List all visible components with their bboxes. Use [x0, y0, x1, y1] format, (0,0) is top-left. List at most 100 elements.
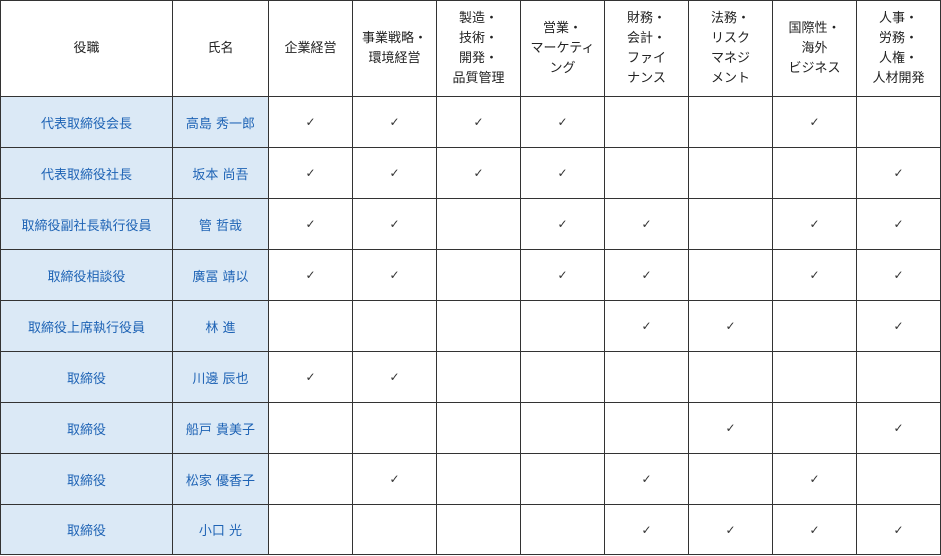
empty-cell — [772, 351, 857, 403]
check-mark-icon: ✓ — [856, 300, 941, 352]
check-mark-icon: ✓ — [688, 504, 773, 555]
check-mark-icon: ✓ — [352, 198, 437, 250]
check-mark-icon: ✓ — [604, 504, 689, 555]
matrix-body: 代表取締役会長高島 秀一郎✓✓✓✓✓代表取締役社長坂本 尚吾✓✓✓✓✓取締役副社… — [0, 96, 941, 555]
header-skill-international: 国際性・ 海外 ビジネス — [772, 0, 857, 97]
check-mark-icon: ✓ — [436, 147, 521, 199]
table-row: 取締役松家 優香子 ✓ ✓ ✓ — [0, 453, 941, 505]
check-mark-icon: ✓ — [772, 504, 857, 555]
table-row: 取締役船戸 貴美子 ✓ ✓ — [0, 402, 941, 454]
director-role: 取締役 — [0, 402, 173, 454]
empty-cell — [688, 249, 773, 301]
check-mark-icon: ✓ — [772, 198, 857, 250]
table-row: 取締役川邊 辰也✓✓ — [0, 351, 941, 403]
check-mark-icon: ✓ — [436, 96, 521, 148]
check-mark-icon: ✓ — [520, 147, 605, 199]
table-row: 取締役上席執行役員林 進✓✓✓ — [0, 300, 941, 352]
director-role: 取締役 — [0, 453, 173, 505]
empty-cell — [436, 453, 521, 505]
check-mark-icon: ✓ — [268, 147, 353, 199]
director-role: 取締役 — [0, 351, 173, 403]
check-mark-icon: ✓ — [268, 249, 353, 301]
header-skill-management: 企業経営 — [268, 0, 353, 97]
director-name: 小口 光 — [172, 504, 269, 555]
table-row: 代表取締役社長坂本 尚吾✓✓✓✓✓ — [0, 147, 941, 199]
empty-cell — [352, 402, 437, 454]
check-mark-icon: ✓ — [688, 300, 773, 352]
empty-cell — [688, 96, 773, 148]
director-role: 取締役副社長執行役員 — [0, 198, 173, 250]
check-mark-icon: ✓ — [772, 249, 857, 301]
check-mark-icon: ✓ — [268, 351, 353, 403]
empty-cell — [604, 402, 689, 454]
empty-cell — [604, 147, 689, 199]
check-mark-icon: ✓ — [856, 198, 941, 250]
empty-cell — [772, 402, 857, 454]
director-name: 廣冨 靖以 — [172, 249, 269, 301]
empty-cell — [604, 351, 689, 403]
table-row: 代表取締役会長高島 秀一郎✓✓✓✓✓ — [0, 96, 941, 148]
check-mark-icon: ✓ — [604, 453, 689, 505]
director-name: 林 進 — [172, 300, 269, 352]
director-name: 船戸 貴美子 — [172, 402, 269, 454]
empty-cell — [520, 351, 605, 403]
check-mark-icon: ✓ — [268, 198, 353, 250]
empty-cell — [436, 300, 521, 352]
table-row: 取締役副社長執行役員管 哲哉✓✓✓✓✓✓ — [0, 198, 941, 250]
empty-cell — [856, 351, 941, 403]
director-role: 取締役 — [0, 504, 173, 555]
table-row: 取締役小口 光✓✓✓✓ — [0, 504, 941, 555]
check-mark-icon: ✓ — [856, 147, 941, 199]
empty-cell — [688, 351, 773, 403]
check-mark-icon: ✓ — [856, 504, 941, 555]
check-mark-icon: ✓ — [604, 198, 689, 250]
empty-cell — [352, 504, 437, 555]
empty-cell — [436, 198, 521, 250]
header-skill-sales: 営業・ マーケティ ング — [520, 0, 605, 97]
director-role: 代表取締役会長 — [0, 96, 173, 148]
empty-cell — [436, 504, 521, 555]
check-mark-icon: ✓ — [604, 300, 689, 352]
empty-cell — [268, 402, 353, 454]
director-name: 川邊 辰也 — [172, 351, 269, 403]
empty-cell — [268, 300, 353, 352]
empty-cell — [268, 504, 353, 555]
check-mark-icon: ✓ — [856, 402, 941, 454]
header-skill-manufacturing: 製造・ 技術・ 開発・ 品質管理 — [436, 0, 521, 97]
check-mark-icon: ✓ — [520, 198, 605, 250]
empty-cell — [436, 351, 521, 403]
check-mark-icon: ✓ — [352, 453, 437, 505]
empty-cell — [436, 249, 521, 301]
check-mark-icon: ✓ — [688, 402, 773, 454]
empty-cell — [856, 96, 941, 148]
director-name: 管 哲哉 — [172, 198, 269, 250]
header-skill-strategy: 事業戦略・ 環境経営 — [352, 0, 437, 97]
empty-cell — [772, 147, 857, 199]
check-mark-icon: ✓ — [268, 96, 353, 148]
empty-cell — [520, 453, 605, 505]
empty-cell — [688, 198, 773, 250]
header-role: 役職 — [0, 0, 173, 97]
header-skill-finance: 財務・ 会計・ ファイ ナンス — [604, 0, 689, 97]
empty-cell — [436, 402, 521, 454]
empty-cell — [268, 453, 353, 505]
director-name: 高島 秀一郎 — [172, 96, 269, 148]
check-mark-icon: ✓ — [772, 453, 857, 505]
director-role: 取締役相談役 — [0, 249, 173, 301]
empty-cell — [604, 96, 689, 148]
empty-cell — [352, 300, 437, 352]
check-mark-icon: ✓ — [772, 96, 857, 148]
table-row: 取締役相談役廣冨 靖以✓✓✓✓✓✓ — [0, 249, 941, 301]
header-name: 氏名 — [172, 0, 269, 97]
empty-cell — [772, 300, 857, 352]
director-name: 松家 優香子 — [172, 453, 269, 505]
check-mark-icon: ✓ — [352, 351, 437, 403]
check-mark-icon: ✓ — [352, 249, 437, 301]
check-mark-icon: ✓ — [604, 249, 689, 301]
check-mark-icon: ✓ — [352, 96, 437, 148]
header-row: 役職 氏名 企業経営 事業戦略・ 環境経営 製造・ 技術・ 開発・ 品質管理 営… — [0, 0, 941, 97]
director-name: 坂本 尚吾 — [172, 147, 269, 199]
check-mark-icon: ✓ — [520, 249, 605, 301]
empty-cell — [688, 147, 773, 199]
check-mark-icon: ✓ — [520, 96, 605, 148]
